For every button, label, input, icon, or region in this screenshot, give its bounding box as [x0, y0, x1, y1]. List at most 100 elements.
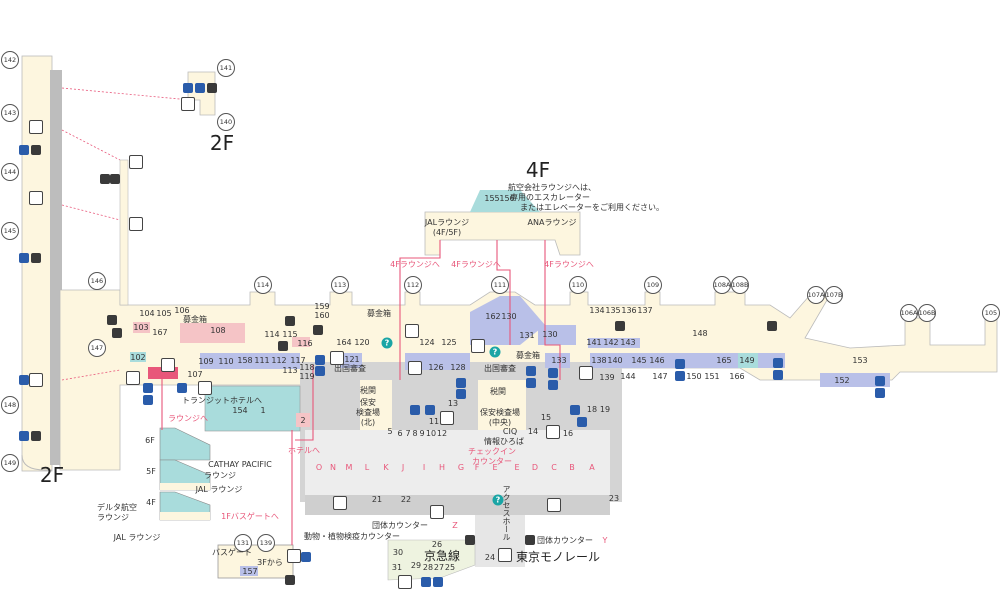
gate-109[interactable]: 109 [644, 276, 662, 294]
shop-167: 167 [152, 328, 168, 337]
restroom-icon [675, 359, 685, 369]
gate-107A[interactable]: 107A [807, 286, 825, 304]
shop-27: 27 [433, 563, 445, 572]
gate-107B[interactable]: 107B [825, 286, 843, 304]
checkin-row-F: F [474, 463, 480, 472]
gate-106A[interactable]: 106A [900, 304, 918, 322]
gate-141[interactable]: 141 [217, 59, 235, 77]
shop-112: 112 [271, 356, 287, 365]
shop-140: 140 [607, 356, 623, 365]
cathay-1-label: CATHAY PACIFIC [208, 460, 272, 469]
elevator-icon [126, 371, 140, 385]
gate-139[interactable]: 139 [257, 534, 275, 552]
gate-108B[interactable]: 108B [731, 276, 749, 294]
monorail-icon [525, 535, 535, 545]
restroom-icon [410, 405, 420, 415]
shop-26: 26 [431, 540, 443, 549]
elevator-icon [547, 498, 561, 512]
shop-130: 130 [542, 330, 558, 339]
donation-box-2-label: 募金箱 [367, 309, 391, 318]
gate-105[interactable]: 105 [982, 304, 1000, 322]
shop-146: 146 [649, 356, 665, 365]
wheelchair-icon [143, 395, 153, 405]
gate-145[interactable]: 145 [1, 222, 19, 240]
gate-106B[interactable]: 106B [918, 304, 936, 322]
shop-19: 19 [599, 405, 611, 414]
f6-label: 6F [145, 436, 155, 445]
to-4f-lounge-1-label: 4Fラウンジへ [390, 260, 440, 269]
delta-2-label: ラウンジ [97, 513, 129, 522]
restroom-icon [143, 383, 153, 393]
checkin-lower-strip [305, 495, 610, 515]
escalator-icon [31, 253, 41, 263]
checkin-row-E: E [492, 463, 498, 472]
gate-148[interactable]: 148 [1, 396, 19, 414]
shop-28: 28 [422, 563, 434, 572]
shop-102: 102 [130, 353, 146, 362]
shop-120: 120 [354, 338, 370, 347]
shop-162: 162 [485, 312, 501, 321]
gate-146[interactable]: 146 [88, 272, 106, 290]
shop-115: 115 [282, 330, 298, 339]
customs-1-label: 税関 [360, 386, 376, 395]
shop-106: 106 [174, 306, 190, 315]
gate-140[interactable]: 140 [217, 113, 235, 131]
wheelchair-icon [456, 389, 466, 399]
floor-label-2f: 2F [209, 131, 235, 155]
shop-128: 128 [450, 363, 466, 372]
phone-icon [112, 328, 122, 338]
group-counter-y-label: 団体カウンター [537, 536, 593, 545]
train-icon [465, 535, 475, 545]
elevator-icon [29, 120, 43, 134]
gate-144[interactable]: 144 [1, 163, 19, 181]
restroom-icon [526, 366, 536, 376]
shop-109: 109 [198, 357, 214, 366]
gate-149[interactable]: 149 [1, 454, 19, 472]
gate-113[interactable]: 113 [331, 276, 349, 294]
information-icon[interactable]: ? [492, 494, 504, 506]
shop-154: 154 [232, 406, 248, 415]
restroom-icon [195, 83, 205, 93]
shop-137: 137 [637, 306, 653, 315]
checkin-row-D: D [531, 463, 539, 472]
gate-147[interactable]: 147 [88, 339, 106, 357]
shop-104: 104 [139, 309, 155, 318]
restroom-icon [313, 325, 323, 335]
delta-1-label: デルタ航空 [97, 503, 137, 512]
shop-14: 14 [527, 427, 539, 436]
gate-108A[interactable]: 108A [713, 276, 731, 294]
shop-153: 153 [852, 356, 868, 365]
gate-142[interactable]: 142 [1, 51, 19, 69]
wheelchair-icon [675, 371, 685, 381]
shop-157: 157 [242, 567, 258, 576]
shop-135: 135 [605, 306, 621, 315]
elevator-icon [408, 361, 422, 375]
bus-gate-label: バスゲート [212, 548, 252, 557]
shop-23: 23 [608, 494, 620, 503]
security-north-1-label: 保安 [360, 398, 376, 407]
gate-143[interactable]: 143 [1, 104, 19, 122]
shop-166: 166 [729, 372, 745, 381]
shop-5: 5 [387, 427, 393, 436]
checkin-row-N: N [330, 463, 336, 472]
to-1f-bus-gate-label: 1Fバスゲートへ [221, 512, 279, 521]
gate-111[interactable]: 111 [491, 276, 509, 294]
gate-131[interactable]: 131 [234, 534, 252, 552]
elevator-icon [333, 496, 347, 510]
shop-103: 103 [133, 323, 149, 332]
checkin-row-G: G [457, 463, 465, 472]
gate-110[interactable]: 110 [569, 276, 587, 294]
gate-112[interactable]: 112 [404, 276, 422, 294]
information-icon[interactable]: ? [489, 346, 501, 358]
security-north-3-label: (北) [360, 418, 376, 427]
wheelchair-icon [315, 366, 325, 376]
checkin-row-O: O [315, 463, 323, 472]
information-icon[interactable]: ? [381, 337, 393, 349]
ana-lounge-label: ANAラウンジ [527, 218, 577, 227]
gate-114[interactable]: 114 [254, 276, 272, 294]
wheelchair-icon [773, 370, 783, 380]
shop-145: 145 [631, 356, 647, 365]
phone-icon [278, 341, 288, 351]
